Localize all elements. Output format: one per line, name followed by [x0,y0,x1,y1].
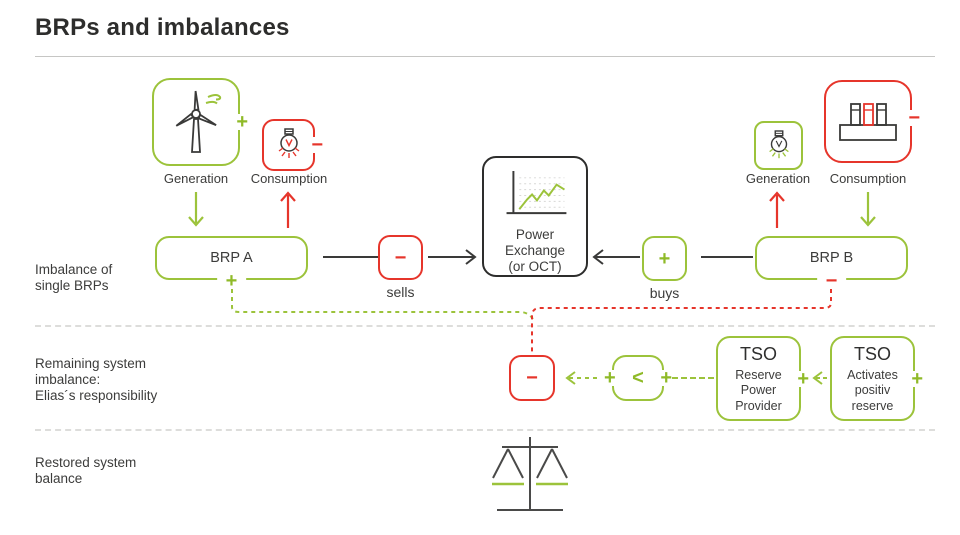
tso-reserve-line1: Reserve [735,367,782,382]
separator-dashed-1 [35,325,935,327]
system-imbalance-minus-box: − [509,355,555,401]
row-label-remaining-line3: Elias´s responsibility [35,388,158,403]
row-label-remaining: Remaining system imbalance: Elias´s resp… [35,356,157,404]
buys-sign: + [658,247,671,270]
row-label-imbalance-line1: Imbalance of [35,262,113,277]
brp-a-box: BRP A + [155,236,308,291]
left-generation-sign: + [230,112,254,132]
sells-box: − [378,235,423,280]
tso-reserve-line3: Provider [735,398,782,413]
wind-swoosh-icon [205,94,222,105]
dashed-arrow-tso-to-tso-icon [812,371,830,385]
price-chart-icon [506,170,567,215]
system-imbalance-sign: − [526,367,538,389]
light-bulb-icon [768,129,789,158]
power-exchange-label-line2: Exchange [504,243,566,258]
row-label-imbalance: Imbalance of single BRPs [35,262,112,294]
brp-a-sign: + [216,271,247,291]
row-label-restored-line2: balance [35,471,83,486]
buys-label: buys [649,285,680,301]
title-divider [35,56,935,57]
right-generation-label: Generation [745,171,811,186]
left-generation-arrow-down-icon [188,192,204,227]
left-consumption-label: Consumption [250,171,328,186]
tso-reserve-sign: + [791,369,815,389]
right-generation-box [754,121,803,170]
right-generation-arrow-up-icon [769,191,785,228]
tso-activates-line1: Activates [847,367,898,382]
brp-b-label: BRP B [809,250,854,266]
row-label-remaining-line2: imbalance: [35,372,101,387]
comparator-left-sign: + [598,368,622,388]
dashed-arrow-comparator-to-minus-icon [565,371,607,385]
left-generation-box: + [152,78,254,166]
tso-activates-box: TSO Activates positiv reserve + [830,336,929,421]
row-label-remaining-line1: Remaining system [35,356,147,371]
light-bulb-icon [278,128,299,158]
connector-brpa-sells [323,256,378,258]
factory-icon [839,102,897,141]
wind-turbine-icon [175,90,222,153]
left-consumption-arrow-up-icon [280,191,296,228]
left-consumption-box: − [262,119,329,171]
page-title: BRPs and imbalances [35,14,290,41]
dashed-line-tso-to-comparator [672,377,714,379]
tso-reserve-box: TSO Reserve Power Provider + [716,336,815,421]
comparator-right-sign: + [654,368,678,388]
brp-b-sign: − [816,271,847,291]
power-exchange-label-line1: Power [515,227,555,242]
brp-b-box: BRP B − [755,236,908,291]
green-dashed-connector-brpa [231,289,534,320]
sells-label: sells [386,284,415,300]
right-consumption-sign: − [902,108,926,128]
separator-dashed-2 [35,429,935,431]
row-label-restored-line1: Restored system [35,455,137,470]
tso-activates-line2: positiv [854,383,891,398]
row-label-imbalance-line2: single BRPs [35,278,109,293]
tso-activates-line3: reserve [851,398,894,413]
left-generation-label: Generation [163,171,229,186]
comparator-box: + < + [598,355,678,401]
tso-reserve-title: TSO [739,343,777,364]
right-consumption-box: − [824,80,926,163]
balance-scale-icon [492,437,568,511]
sells-sign: − [394,246,407,269]
power-exchange-label-line3: (or OCT) [508,259,562,274]
tso-activates-sign: + [905,369,929,389]
row-label-restored: Restored system balance [35,455,136,487]
buys-box: + [642,236,687,281]
tso-activates-title: TSO [853,343,891,364]
less-than-symbol: < [632,366,644,389]
arrow-sells-to-exchange-icon [428,249,477,265]
tso-reserve-line2: Power [740,383,777,398]
brp-a-label: BRP A [210,250,253,266]
power-exchange-box: Power Exchange (or OCT) [482,156,588,277]
right-consumption-label: Consumption [829,171,907,186]
right-consumption-arrow-down-icon [860,192,876,227]
arrow-buys-to-exchange-icon [592,249,640,265]
connector-buys-brpb [701,256,753,258]
left-consumption-sign: − [305,135,329,155]
